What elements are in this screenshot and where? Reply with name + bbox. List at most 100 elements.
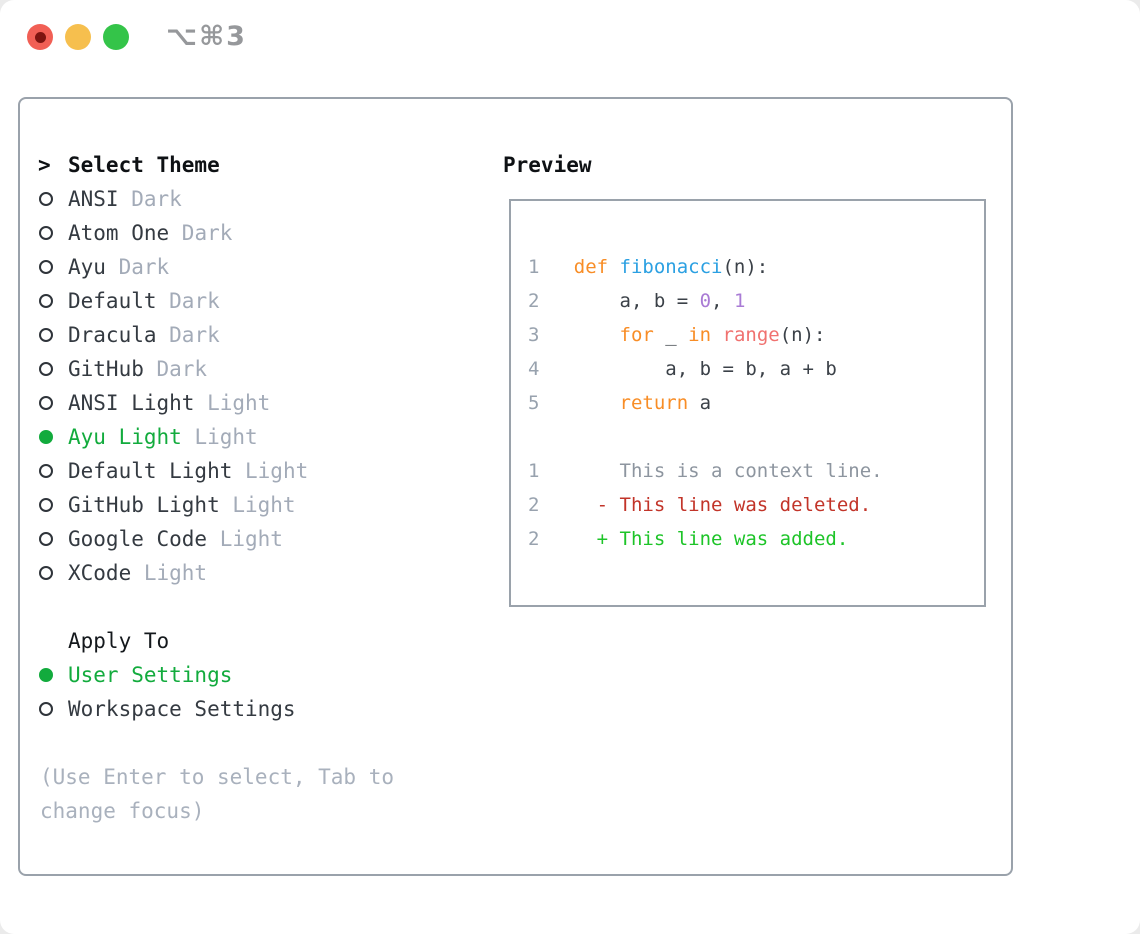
code-segment: + This line was added. (573, 528, 849, 550)
theme-variant: Dark (105, 255, 170, 279)
code-segment: return (619, 392, 689, 414)
apply-to-header-label: Apply To (68, 629, 170, 653)
close-button-dot-icon (34, 31, 46, 43)
window-title: ⌥⌘3 (166, 21, 247, 52)
code-line: 3 for _ in range(n): (528, 318, 883, 352)
code-line: 2 a, b = 0, 1 (528, 284, 883, 318)
theme-variant: Dark (118, 187, 182, 211)
code-segment (574, 324, 620, 346)
theme-name: Ayu Light (68, 425, 182, 449)
code-segment: a, b = (573, 290, 700, 312)
theme-name: Google Code (68, 527, 208, 551)
code-segment: This is a context line. (573, 460, 883, 482)
code-line (528, 420, 883, 454)
theme-name: Default Light (68, 459, 233, 483)
theme-option-ansi-light[interactable]: ANSI Light Light (38, 386, 478, 420)
radio-icon (39, 532, 53, 546)
code-segment: for (619, 324, 654, 346)
theme-name: Dracula (68, 323, 157, 347)
code-segment: _ (653, 324, 689, 346)
theme-option-github[interactable]: GitHub Dark (38, 352, 478, 386)
code-segment: 1 (733, 290, 746, 312)
theme-name: GitHub (68, 357, 144, 381)
radio-icon (39, 566, 53, 580)
radio-icon (39, 192, 53, 206)
radio-icon (39, 226, 53, 240)
radio-selected-icon (39, 668, 53, 682)
select-theme-header-label: Select Theme (68, 153, 220, 177)
theme-option-atom-one[interactable]: Atom One Dark (38, 216, 478, 250)
code-line: 2 + This line was added. (528, 522, 883, 556)
code-line: 4 a, b = b, a + b (528, 352, 883, 386)
line-number: 5 (528, 392, 540, 414)
theme-variant: Light (232, 459, 309, 483)
radio-marker (38, 260, 68, 274)
radio-marker (38, 396, 68, 410)
apply-option-workspace-settings[interactable]: Workspace Settings (38, 692, 478, 726)
theme-option-ayu-light[interactable]: Ayu Light Light (38, 420, 478, 454)
line-number: 2 (528, 494, 540, 516)
theme-name: Default (68, 289, 157, 313)
radio-icon (39, 498, 53, 512)
radio-icon (39, 396, 53, 410)
theme-name: XCode (68, 561, 132, 585)
apply-option-label: User Settings (68, 663, 233, 687)
radio-marker (38, 192, 68, 206)
theme-name: Ayu (68, 255, 106, 279)
code-segment (608, 256, 619, 278)
radio-marker (38, 328, 68, 342)
theme-option-dracula[interactable]: Dracula Dark (38, 318, 478, 352)
code-segment: , (711, 290, 734, 312)
line-number: 2 (528, 290, 540, 312)
theme-option-google-code[interactable]: Google Code Light (38, 522, 478, 556)
hint-text: (Use Enter to select, Tab to change focu… (40, 765, 395, 823)
traffic-lights (27, 24, 129, 50)
code-segment: (n): (722, 256, 769, 278)
cursor-icon: > (38, 153, 51, 177)
code-segment: 0 (699, 290, 712, 312)
radio-icon (39, 464, 53, 478)
code-line: 1 This is a context line. (528, 454, 883, 488)
code-segment: a (688, 392, 712, 414)
preview-header: Preview (503, 153, 592, 177)
line-number: 3 (528, 324, 540, 346)
code-segment: (n): (779, 324, 826, 346)
close-window-button[interactable] (27, 24, 53, 50)
minimize-window-button[interactable] (65, 24, 91, 50)
theme-option-github-light[interactable]: GitHub Light Light (38, 488, 478, 522)
radio-marker (38, 430, 68, 444)
radio-icon (39, 260, 53, 274)
radio-marker (38, 702, 68, 716)
window-titlebar: ⌥⌘3 (0, 0, 1140, 74)
code-segment: fibonacci (619, 256, 723, 278)
select-theme-header: > Select Theme (38, 148, 478, 182)
code-segment: range (722, 324, 780, 346)
theme-option-xcode[interactable]: XCode Light (38, 556, 478, 590)
maximize-window-button[interactable] (103, 24, 129, 50)
radio-marker (38, 294, 68, 308)
apply-to-header: Apply To (38, 624, 478, 658)
theme-option-ayu[interactable]: Ayu Dark (38, 250, 478, 284)
code-segment: def (573, 256, 609, 278)
apply-option-user-settings[interactable]: User Settings (38, 658, 478, 692)
apply-option-label: Workspace Settings (68, 697, 296, 721)
theme-variant: Light (131, 561, 208, 585)
theme-option-ansi[interactable]: ANSI Dark (38, 182, 478, 216)
theme-variant: Light (194, 391, 271, 415)
radio-selected-icon (39, 430, 53, 444)
theme-variant: Dark (156, 323, 220, 347)
code-line: 5 return a (528, 386, 883, 420)
theme-option-default-light[interactable]: Default Light Light (38, 454, 478, 488)
radio-marker (38, 532, 68, 546)
theme-variant: Dark (156, 289, 220, 313)
theme-option-default[interactable]: Default Dark (38, 284, 478, 318)
radio-marker (38, 464, 68, 478)
code-segment: a, b = b, a + b (573, 358, 837, 380)
radio-marker (38, 668, 68, 682)
line-number: 1 (528, 256, 540, 278)
theme-name: GitHub Light (68, 493, 220, 517)
